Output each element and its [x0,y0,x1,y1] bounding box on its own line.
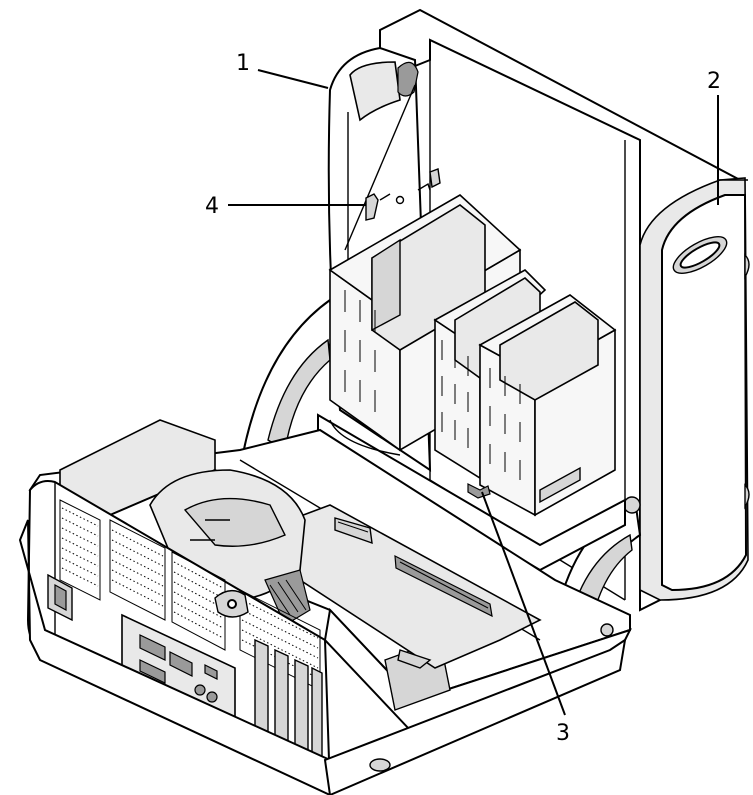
power-connector [47,573,73,622]
callout-1-label: 1 [236,51,250,76]
expansion-slots [254,638,323,777]
callout-1-leader [257,69,329,89]
callout-labels: 1 2 3 4 [205,51,721,746]
chassis-base-rim [18,519,627,795]
callout-3-leader [481,491,566,716]
callout-leaders [228,69,719,716]
callout-4-label: 4 [205,194,219,219]
drive-cage-bottom [478,294,617,517]
side-door [639,177,750,601]
callout-2-label: 2 [707,69,721,94]
callout-3-label: 3 [556,721,570,746]
rear-vent-grid [59,499,321,691]
padlock-ring [214,590,249,618]
